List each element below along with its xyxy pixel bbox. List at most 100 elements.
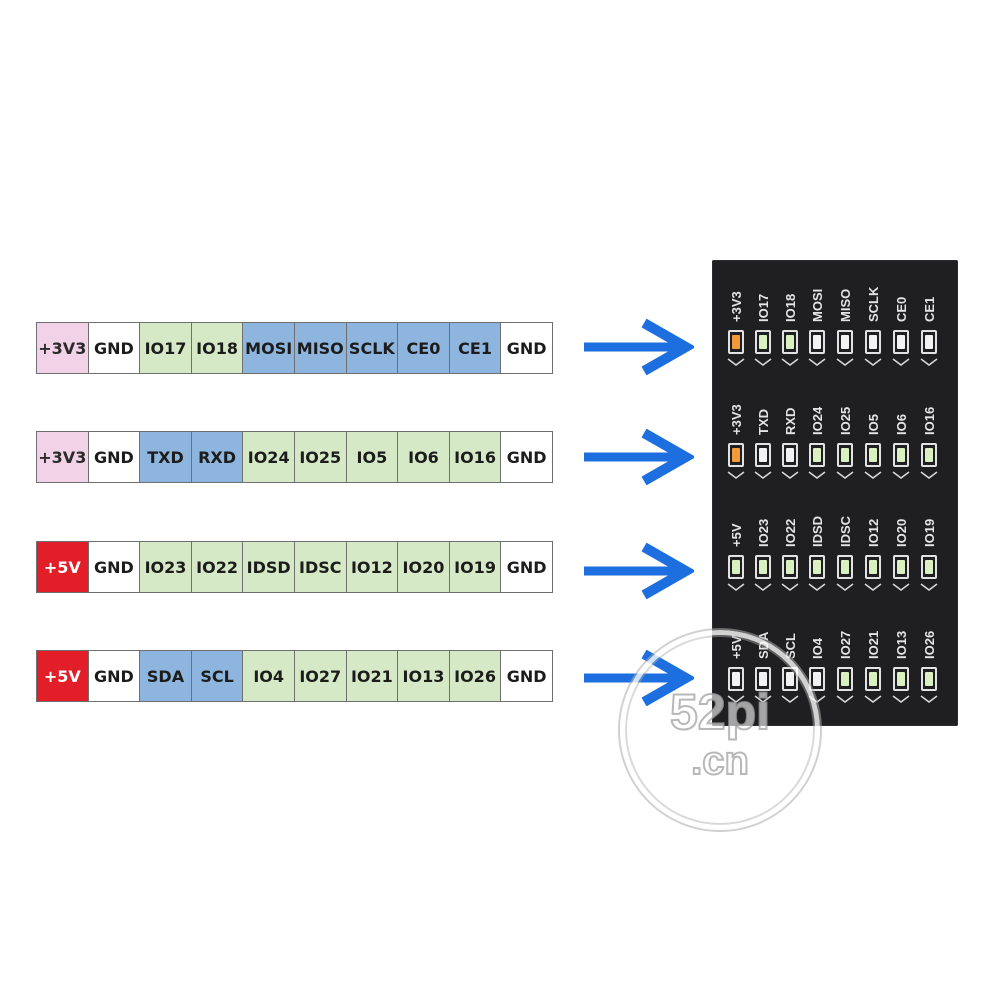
board-pin-label: IO13 [894, 630, 909, 659]
pin-cell: GND [501, 323, 553, 373]
board-pin-label: +5V [729, 523, 744, 548]
watermark-line-2: .cn [690, 738, 750, 784]
pin-cell: IO18 [191, 323, 244, 373]
pin-cell: TXD [140, 432, 192, 482]
pin-cell: +3V3 [37, 432, 89, 482]
led-indicator [728, 667, 744, 691]
pin-marker-icon [754, 358, 772, 366]
led-indicator [837, 443, 853, 467]
pin-cell: SCL [191, 651, 244, 701]
pin-cell: +3V3 [37, 323, 89, 373]
led-indicator [893, 555, 909, 579]
pin-marker-icon [892, 358, 910, 366]
board-pin-label: MISO [838, 288, 853, 322]
led-indicator [728, 443, 744, 467]
pin-cell: MOSI [243, 323, 295, 373]
pin-marker-icon [781, 358, 799, 366]
led-indicator [893, 667, 909, 691]
pin-cell: GND [88, 432, 141, 482]
pin-marker-icon [836, 358, 854, 366]
led-indicator [865, 667, 881, 691]
board-pin-label: IO6 [894, 414, 909, 435]
pin-marker-icon [836, 583, 854, 591]
led-indicator [782, 443, 798, 467]
board-pin-label: IO21 [866, 630, 881, 659]
pin-cell: +5V [37, 542, 89, 592]
pin-cell: IDSD [243, 542, 295, 592]
board-pin-label: IO25 [838, 406, 853, 435]
pin-marker-icon [836, 695, 854, 703]
pin-marker-icon [836, 471, 854, 479]
pin-marker-icon [781, 583, 799, 591]
board-pin-label: SDA [756, 631, 771, 659]
pin-marker-icon [920, 358, 938, 366]
pin-cell: +5V [37, 651, 89, 701]
board-pin-label: MOSI [810, 288, 825, 322]
board-pin-label: IO27 [838, 630, 853, 659]
pin-cell: IO25 [294, 432, 347, 482]
pin-cell: IO27 [294, 651, 347, 701]
pin-cell: IO12 [346, 542, 399, 592]
pin-marker-icon [920, 695, 938, 703]
pin-cell: SDA [140, 651, 192, 701]
right-arrow-icon [584, 319, 694, 375]
pin-marker-icon [864, 358, 882, 366]
board-pin-label: TXD [756, 409, 771, 435]
led-indicator [809, 443, 825, 467]
right-arrow-icon [584, 543, 694, 599]
board-pin-label: +3V3 [729, 291, 744, 322]
pin-marker-icon [892, 695, 910, 703]
board-pin-label: IO16 [922, 406, 937, 435]
led-indicator [755, 443, 771, 467]
pin-cell: GND [88, 542, 141, 592]
pin-marker-icon [727, 583, 745, 591]
pin-marker-icon [754, 695, 772, 703]
pin-marker-icon [808, 471, 826, 479]
pin-cell: IO20 [398, 542, 450, 592]
pin-marker-icon [808, 695, 826, 703]
pin-marker-icon [920, 471, 938, 479]
board-pin-label: IDSD [810, 515, 825, 547]
led-indicator [755, 667, 771, 691]
led-indicator [728, 330, 744, 354]
led-indicator [865, 330, 881, 354]
pin-marker-icon [864, 695, 882, 703]
led-indicator [782, 330, 798, 354]
led-indicator [893, 443, 909, 467]
pin-marker-icon [781, 471, 799, 479]
pin-marker-icon [920, 583, 938, 591]
led-indicator [865, 443, 881, 467]
pin-marker-icon [727, 471, 745, 479]
led-indicator [837, 555, 853, 579]
led-indicator [893, 330, 909, 354]
board-pin-label: IO24 [810, 406, 825, 435]
right-arrow-icon [584, 429, 694, 485]
pin-marker-icon [781, 695, 799, 703]
pin-marker-icon [892, 583, 910, 591]
led-indicator [782, 667, 798, 691]
pin-cell: IO6 [398, 432, 450, 482]
right-arrow-icon [584, 650, 694, 706]
board-pin-label: IO12 [866, 518, 881, 547]
led-indicator [921, 667, 937, 691]
pin-cell: CE0 [398, 323, 450, 373]
led-indicator [809, 330, 825, 354]
pin-cell: GND [88, 651, 141, 701]
led-indicator [809, 555, 825, 579]
pin-cell: IO26 [449, 651, 502, 701]
led-indicator [728, 555, 744, 579]
pin-cell: MISO [294, 323, 347, 373]
board-pin-label: IO17 [756, 293, 771, 322]
pin-marker-icon [808, 583, 826, 591]
pin-cell: IO4 [243, 651, 295, 701]
led-indicator [921, 330, 937, 354]
led-indicator [809, 667, 825, 691]
pin-marker-icon [808, 358, 826, 366]
board-pin-label: IDSC [838, 515, 853, 547]
board-pin-label: +5V [729, 635, 744, 660]
pin-marker-icon [892, 471, 910, 479]
